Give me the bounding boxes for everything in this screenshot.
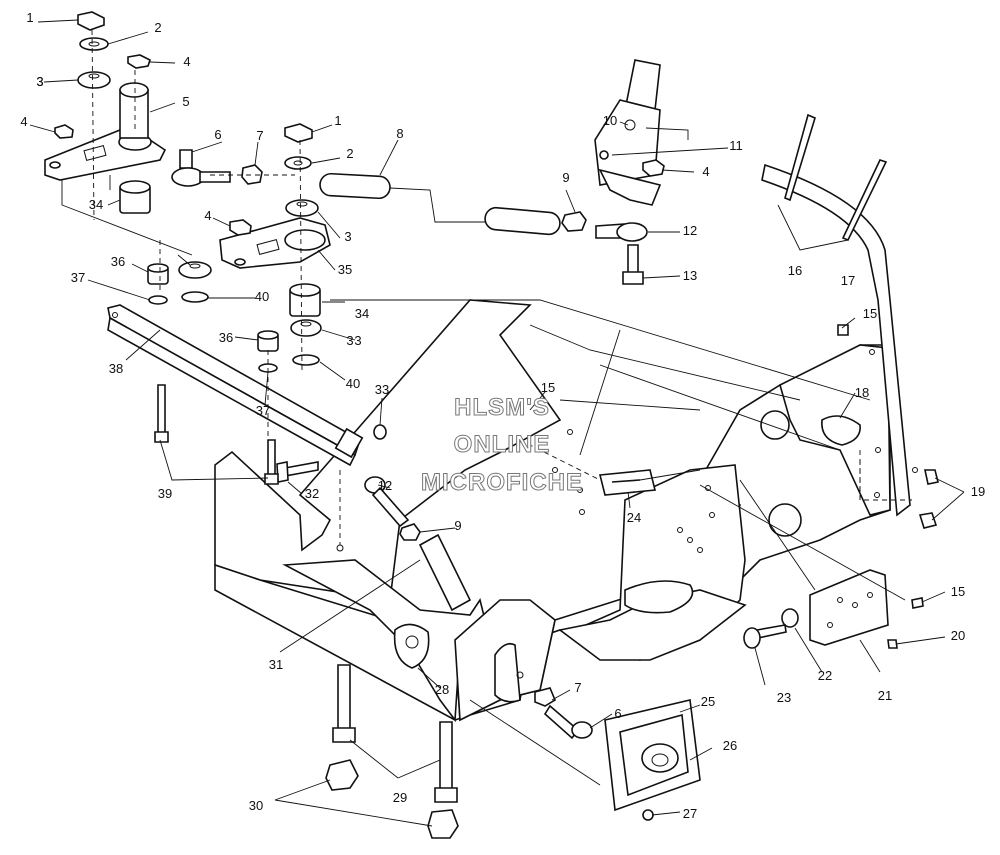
callout-label: 36	[219, 330, 233, 345]
cross-bar	[107, 304, 364, 467]
tie-rod	[319, 172, 561, 236]
callout-label: 2	[346, 146, 353, 161]
callout-label: 27	[683, 806, 697, 821]
callout-label: 3	[346, 333, 353, 348]
watermark: HLSM'S ONLINE MICROFICHE	[421, 394, 583, 497]
callout-label: 9	[562, 170, 569, 185]
long-bolts-and-caps	[325, 664, 459, 839]
callout-label: 31	[269, 657, 283, 672]
callout-label: 15	[541, 380, 555, 395]
callout-label: 15	[863, 306, 877, 321]
callout-label: 16	[788, 263, 802, 278]
callout-label: 12	[683, 223, 697, 238]
callout-label: 4	[204, 208, 211, 223]
callout-label: 4	[20, 114, 27, 129]
callout-label: 40	[346, 376, 360, 391]
callout-label: 4	[183, 54, 190, 69]
handlebar-tube	[761, 113, 911, 517]
callout-label: 23	[777, 690, 791, 705]
callout-label: 7	[256, 128, 263, 143]
callout-label: 28	[435, 682, 449, 697]
callout-label: 3	[36, 74, 43, 89]
steering-arm-upper	[44, 82, 167, 181]
tie-rod-ends	[171, 149, 665, 740]
callout-label: 1	[334, 113, 341, 128]
callout-label: 22	[818, 668, 832, 683]
callout-label: 8	[396, 126, 403, 141]
callout-label: 37	[256, 403, 270, 418]
callout-label: 40	[255, 289, 269, 304]
callout-label: 17	[841, 273, 855, 288]
callout-label: 3	[354, 333, 361, 348]
watermark-line-3: MICROFICHE	[421, 469, 583, 496]
callout-label: 25	[701, 694, 715, 709]
callout-label: 6	[614, 706, 621, 721]
callout-label: 3	[36, 74, 43, 89]
callout-label: 24	[627, 510, 641, 525]
callout-label: 21	[878, 688, 892, 703]
callout-label: 10	[603, 113, 617, 128]
callout-label: 33	[375, 382, 389, 397]
callout-label: 34	[355, 306, 369, 321]
callout-label: 13	[683, 268, 697, 283]
callout-label: 12	[378, 478, 392, 493]
callout-label: 29	[393, 790, 407, 805]
callout-label: 6	[214, 127, 221, 142]
callout-leaders	[29, 19, 965, 827]
callout-label: 37	[71, 270, 85, 285]
callout-label: 39	[158, 486, 172, 501]
hardware-stack-center	[229, 123, 387, 440]
callout-label: 2	[154, 20, 161, 35]
callout-label: 19	[971, 484, 985, 499]
callout-label: 9	[454, 518, 461, 533]
callout-label: 3	[344, 229, 351, 244]
callout-label: 7	[574, 680, 581, 695]
callout-label: 4	[702, 164, 709, 179]
hardware-stack-left	[54, 11, 212, 443]
callout-label: 32	[305, 486, 319, 501]
callout-label: 34	[89, 197, 103, 212]
watermark-line-1: HLSM'S	[454, 394, 550, 421]
steering-column	[594, 59, 689, 206]
callout-label: 20	[951, 628, 965, 643]
callout-label: 35	[338, 262, 352, 277]
callout-label: 5	[182, 94, 189, 109]
callout-label: 15	[951, 584, 965, 599]
watermark-line-2: ONLINE	[454, 431, 551, 458]
callout-label: 11	[729, 138, 743, 153]
callout-label: 26	[723, 738, 737, 753]
front-frame-bulkhead	[214, 299, 918, 723]
callout-label: 36	[111, 254, 125, 269]
steering-arm-lower	[219, 217, 331, 269]
mounting-plates	[393, 324, 939, 821]
assembly-centerlines	[61, 29, 906, 786]
callout-label: 30	[249, 798, 263, 813]
callout-label: 1	[26, 10, 33, 25]
callout-label: 38	[109, 361, 123, 376]
callout-label: 18	[855, 385, 869, 400]
